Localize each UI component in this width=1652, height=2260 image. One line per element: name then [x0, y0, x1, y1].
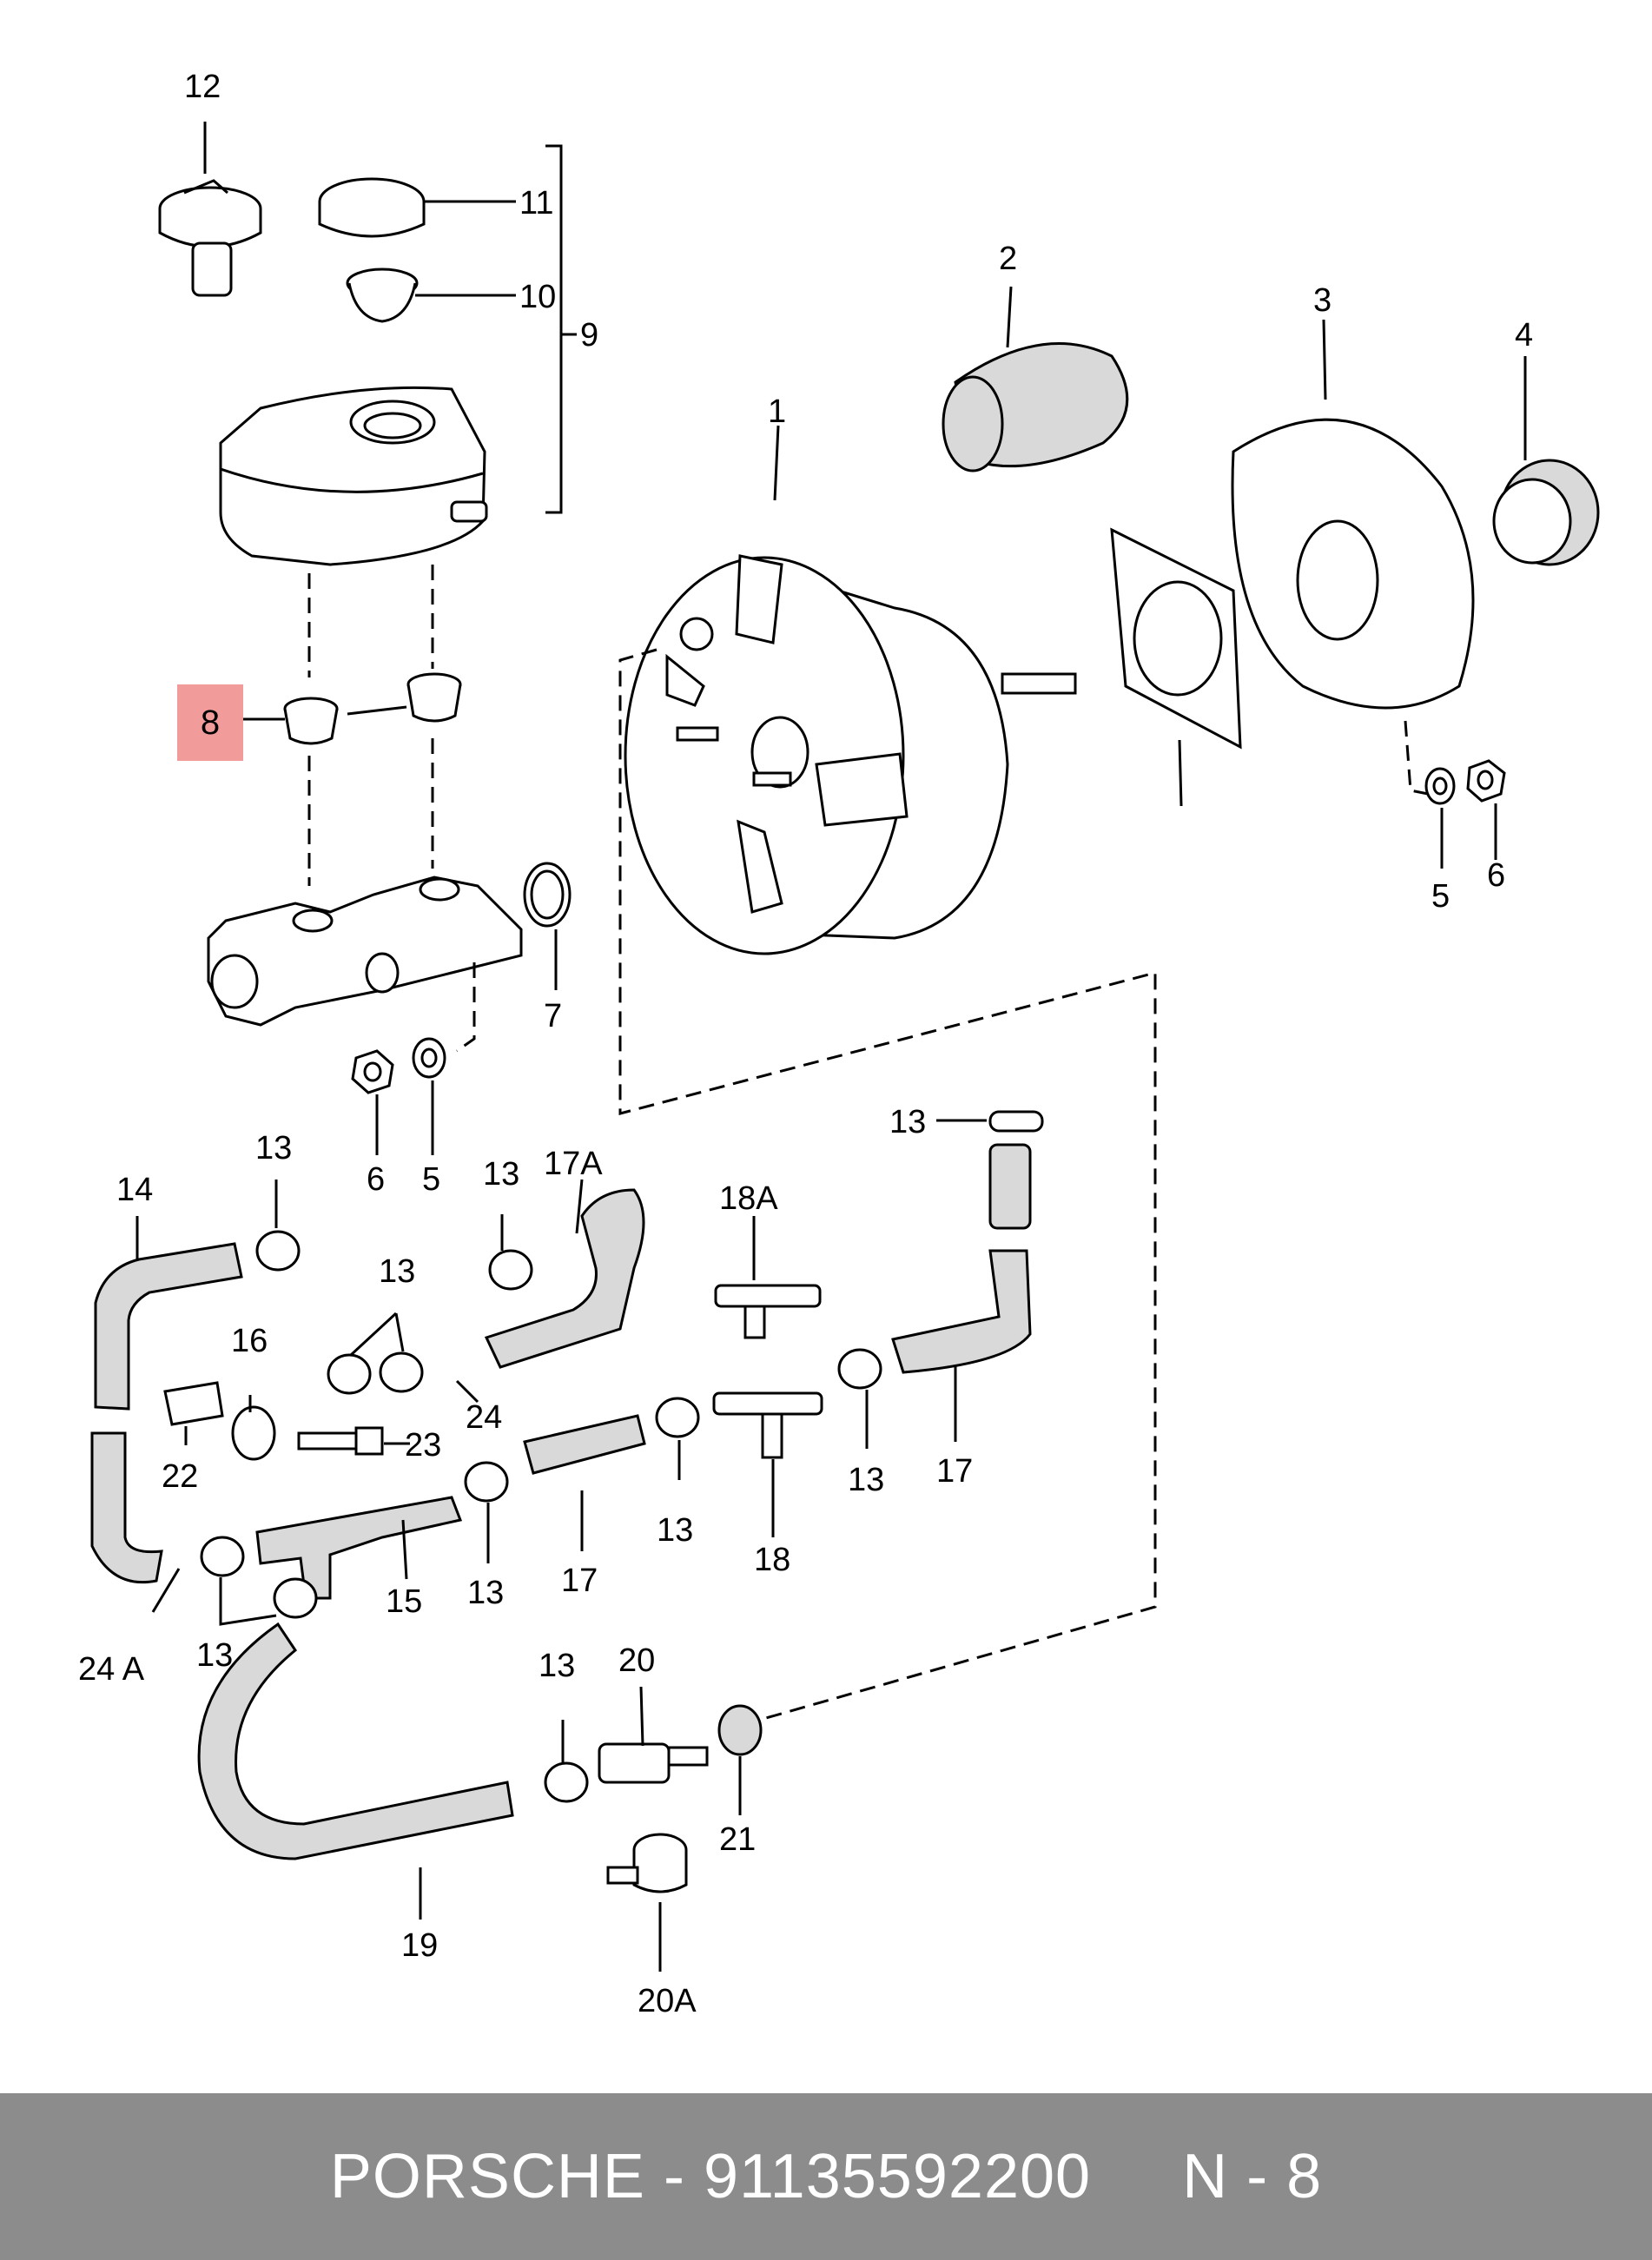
callout-23: 23 [405, 1427, 441, 1464]
hose-17A [484, 1188, 645, 1369]
footer-bar: PORSCHE - 91135592200 N - 8 [0, 2093, 1652, 2260]
hex-nut-6-right [1466, 759, 1506, 803]
washer-5-left [412, 1037, 446, 1079]
callout-12: 12 [184, 69, 221, 105]
hose-clamp-13 [200, 1110, 1044, 1803]
hose-17-middle [523, 1414, 646, 1475]
hex-nut-6-left [351, 1049, 394, 1094]
reservoir-cap-11 [318, 177, 426, 238]
strainer-10 [346, 268, 419, 323]
callout-1: 1 [768, 393, 786, 430]
gasket-3A [1110, 527, 1242, 750]
coupling-20 [598, 1742, 709, 1784]
callout-17A: 17A [544, 1146, 603, 1182]
callout-21: 21 [719, 1821, 756, 1858]
callout-13-b: 13 [483, 1156, 519, 1193]
callout-5-left: 5 [422, 1161, 440, 1198]
callout-13-a: 13 [255, 1130, 292, 1166]
callout-19: 19 [401, 1927, 438, 1964]
sleeve-22 [163, 1381, 224, 1426]
callout-10: 10 [519, 279, 556, 315]
callout-2: 2 [999, 241, 1017, 277]
t-connector-18 [712, 1391, 823, 1459]
callout-24: 24 [466, 1399, 502, 1436]
filter-21 [717, 1704, 763, 1756]
clip-16-screw-23 [231, 1405, 384, 1461]
highlighted-part-marker [177, 684, 243, 761]
callout-13-e: 13 [657, 1512, 693, 1549]
o-ring-7 [523, 862, 572, 928]
callout-13-c: 13 [379, 1253, 415, 1290]
callout-7: 7 [544, 998, 562, 1034]
t-connector-18A [714, 1284, 822, 1339]
reservoir-cap-12 [158, 179, 262, 297]
callout-6-right: 6 [1487, 857, 1505, 894]
hose-24A-lower [90, 1431, 163, 1584]
hose-17-right [891, 1143, 1032, 1374]
callout-13-top-right: 13 [889, 1104, 926, 1140]
brake-fluid-reservoir [219, 386, 488, 566]
hose-14 [94, 1242, 243, 1411]
reservoir-grommet-8-right [406, 672, 462, 723]
callout-17-middle: 17 [561, 1563, 598, 1599]
callout-13-f: 13 [467, 1575, 504, 1611]
callout-22: 22 [162, 1458, 198, 1495]
callout-15: 15 [386, 1583, 422, 1620]
callout-13-g: 13 [196, 1637, 233, 1674]
callout-5-right: 5 [1431, 878, 1450, 915]
bracket-9 [545, 144, 577, 514]
callout-18: 18 [754, 1542, 790, 1578]
master-cylinder [207, 876, 523, 1027]
mounting-bracket-3 [1231, 418, 1475, 710]
boot-2 [942, 342, 1129, 472]
hose-19 [197, 1622, 514, 1860]
leader-lines [135, 122, 1527, 1972]
check-valve-20A [606, 1833, 688, 1893]
callout-3: 3 [1313, 282, 1332, 319]
callout-18A: 18A [719, 1180, 778, 1217]
washer-5-right [1424, 767, 1456, 805]
callout-9: 9 [580, 317, 598, 354]
reservoir-grommet-8-left [283, 697, 339, 745]
callout-24A: 24 A [78, 1651, 145, 1688]
pipe-15 [255, 1496, 463, 1600]
sleeve-4 [1492, 459, 1600, 566]
callout-4: 4 [1515, 317, 1533, 354]
part-number-caption: PORSCHE - 91135592200 N - 8 [329, 2142, 1323, 2211]
callout-14: 14 [116, 1172, 153, 1208]
callout-20: 20 [618, 1642, 655, 1679]
callout-17-right: 17 [936, 1453, 973, 1490]
brake-system-exploded-diagram: 12 11 10 9 1 2 3 4 5 6 7 6 5 13 13 14 13… [78, 69, 1600, 2019]
callout-20A: 20A [638, 1983, 697, 2019]
brake-booster-1 [624, 554, 1077, 955]
callout-16: 16 [231, 1323, 268, 1359]
callout-13-d: 13 [848, 1462, 884, 1498]
callout-6-left: 6 [367, 1161, 385, 1198]
callout-11: 11 [519, 185, 553, 221]
callout-13-h: 13 [539, 1648, 575, 1684]
highlighted-part-label: 8 [200, 704, 221, 742]
